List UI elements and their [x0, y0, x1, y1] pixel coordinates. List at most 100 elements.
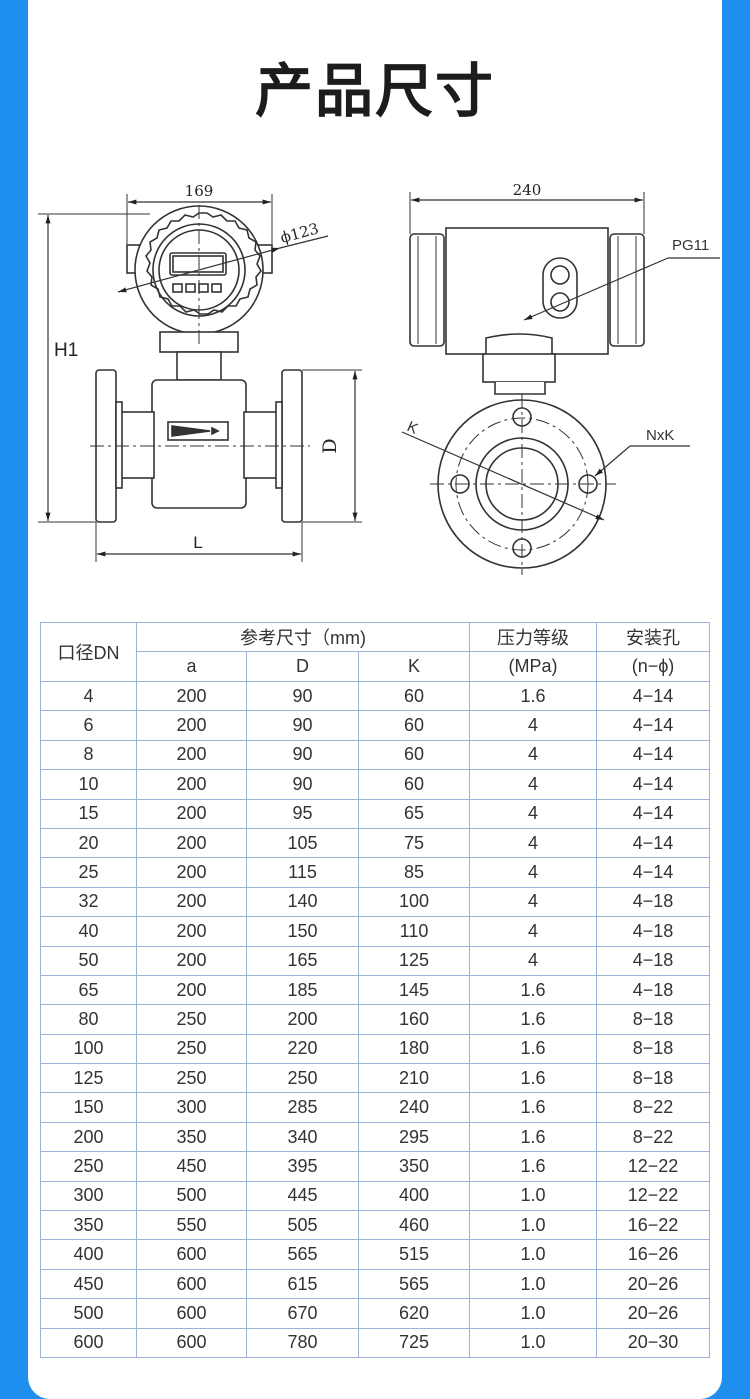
- cell-k: 400: [358, 1180, 470, 1212]
- cell-d: 150: [246, 916, 359, 947]
- cell-pressure: 1.0: [469, 1327, 597, 1358]
- cell-k: 515: [358, 1239, 470, 1270]
- cell-dn: 8: [40, 739, 137, 771]
- side-view: [401, 192, 720, 575]
- cell-holes: 8−22: [596, 1121, 710, 1153]
- cell-dn: 200: [40, 1121, 137, 1153]
- cell-k: 295: [358, 1121, 470, 1153]
- cell-a: 300: [136, 1092, 247, 1123]
- cell-k: 145: [358, 974, 470, 1006]
- cell-a: 600: [136, 1327, 247, 1358]
- cell-d: 445: [246, 1180, 359, 1212]
- cell-d: 185: [246, 974, 359, 1006]
- cell-dn: 450: [40, 1268, 137, 1300]
- cell-k: 350: [358, 1151, 470, 1182]
- cell-pressure: 1.6: [469, 1121, 597, 1153]
- header-reference: 参考尺寸（mm): [136, 622, 470, 652]
- cell-holes: 4−18: [596, 974, 710, 1006]
- cell-k: 60: [358, 680, 470, 712]
- cell-dn: 32: [40, 886, 137, 918]
- cell-holes: 4−14: [596, 798, 710, 829]
- header-pressure: 压力等级: [469, 622, 597, 652]
- front-width-label: 169: [185, 182, 214, 200]
- cell-pressure: 4: [469, 916, 597, 947]
- cell-dn: 6: [40, 710, 137, 741]
- cell-a: 200: [136, 886, 247, 918]
- side-port-label: PG11: [672, 237, 709, 254]
- cell-d: 115: [246, 857, 359, 888]
- cell-pressure: 4: [469, 827, 597, 859]
- cell-dn: 4: [40, 680, 137, 712]
- cell-d: 670: [246, 1298, 359, 1329]
- page-title: 产品尺寸: [254, 57, 495, 125]
- dimension-drawing: 169 ϕ123 H1 D L 240 PG11 K NxK: [38, 181, 720, 575]
- cell-holes: 4−14: [596, 739, 710, 771]
- cell-pressure: 1.6: [469, 1151, 597, 1182]
- cell-d: 90: [246, 680, 359, 712]
- cell-k: 110: [358, 916, 470, 947]
- cell-pressure: 1.0: [469, 1210, 597, 1241]
- cell-pressure: 1.0: [469, 1298, 597, 1329]
- cell-k: 65: [358, 798, 470, 829]
- cell-k: 160: [358, 1004, 470, 1035]
- header-k: K: [358, 651, 470, 682]
- cell-dn: 500: [40, 1298, 137, 1329]
- cell-a: 200: [136, 769, 247, 800]
- cell-holes: 12−22: [596, 1180, 710, 1212]
- side-holes-label: NxK: [646, 427, 674, 444]
- cell-pressure: 1.0: [469, 1239, 597, 1270]
- cell-d: 95: [246, 798, 359, 829]
- cell-holes: 4−18: [596, 945, 710, 976]
- cell-pressure: 1.0: [469, 1268, 597, 1300]
- cell-holes: 20−26: [596, 1268, 710, 1300]
- cell-d: 285: [246, 1092, 359, 1123]
- cell-k: 60: [358, 710, 470, 741]
- cell-d: 90: [246, 739, 359, 771]
- cell-pressure: 1.6: [469, 1004, 597, 1035]
- cell-d: 140: [246, 886, 359, 918]
- cell-holes: 12−22: [596, 1151, 710, 1182]
- front-length-label: L: [193, 533, 202, 552]
- cell-holes: 8−18: [596, 1063, 710, 1094]
- front-height-label: H1: [54, 340, 78, 361]
- cell-holes: 16−26: [596, 1239, 710, 1270]
- header-holes-unit: (n−ϕ): [596, 651, 710, 682]
- cell-a: 250: [136, 1063, 247, 1094]
- cell-holes: 8−22: [596, 1092, 710, 1123]
- cell-holes: 16−22: [596, 1210, 710, 1241]
- cell-a: 550: [136, 1210, 247, 1241]
- cell-d: 340: [246, 1121, 359, 1153]
- cell-holes: 20−30: [596, 1327, 710, 1358]
- cell-k: 60: [358, 739, 470, 771]
- cell-holes: 4−14: [596, 769, 710, 800]
- front-view: [38, 194, 362, 562]
- cell-k: 60: [358, 769, 470, 800]
- cell-k: 725: [358, 1327, 470, 1358]
- cell-dn: 125: [40, 1063, 137, 1094]
- cell-dn: 10: [40, 769, 137, 800]
- cell-pressure: 4: [469, 769, 597, 800]
- cell-a: 250: [136, 1033, 247, 1065]
- cell-a: 200: [136, 680, 247, 712]
- cell-a: 350: [136, 1121, 247, 1153]
- cell-dn: 600: [40, 1327, 137, 1358]
- cell-holes: 4−14: [596, 857, 710, 888]
- cell-d: 165: [246, 945, 359, 976]
- cell-d: 395: [246, 1151, 359, 1182]
